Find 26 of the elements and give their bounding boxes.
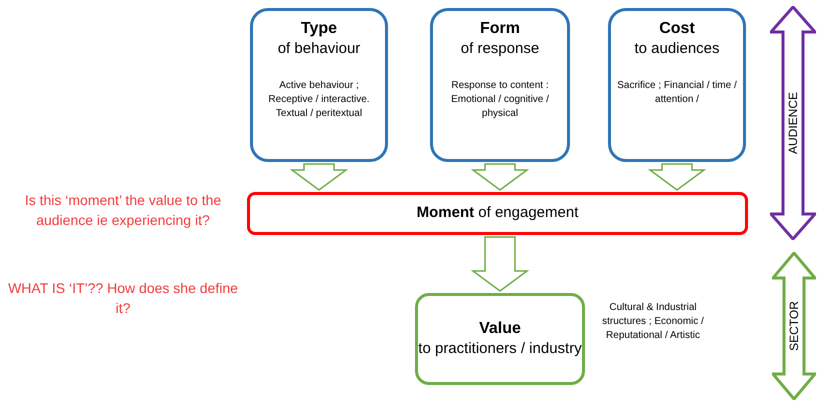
question-note: WHAT IS ‘IT’?? How does she define it? [7, 279, 239, 318]
box-subheading: to practitioners / industry [418, 339, 582, 359]
box-heading: Form [480, 19, 520, 39]
box-description: Sacrifice ; Financial / time / attention / [616, 79, 738, 107]
value-box [415, 293, 585, 385]
box-description: Response to content : Emotional / cognitive / physical [450, 79, 550, 121]
block-arrow [470, 236, 530, 292]
box-description: Active behaviour ; Receptive / interactive. Textual / peritextual [267, 79, 371, 121]
box-heading: Value [479, 319, 521, 339]
annotation-text: Cultural & Industrial structures ; Economic / Reputational / Artistic [601, 301, 705, 343]
box-heading: Cost [659, 19, 695, 39]
axis-label: AUDIENCE [785, 92, 801, 154]
box-title: Moment of engagement [416, 203, 578, 224]
box-heading: Type [300, 19, 338, 39]
block-arrow [648, 163, 706, 191]
block-arrow [290, 163, 348, 191]
block-arrow [470, 163, 530, 191]
category-box [430, 8, 570, 162]
axis-label: SECTOR [786, 301, 802, 351]
question-note: Is this ‘moment’ the value to the audience ie experiencing it? [24, 191, 222, 230]
box-subheading: of response [460, 39, 540, 59]
box-subheading: to audiences [634, 39, 720, 59]
process-box [247, 192, 748, 235]
box-subheading: of behaviour [278, 39, 360, 59]
category-box [608, 8, 746, 162]
category-box [250, 8, 388, 162]
